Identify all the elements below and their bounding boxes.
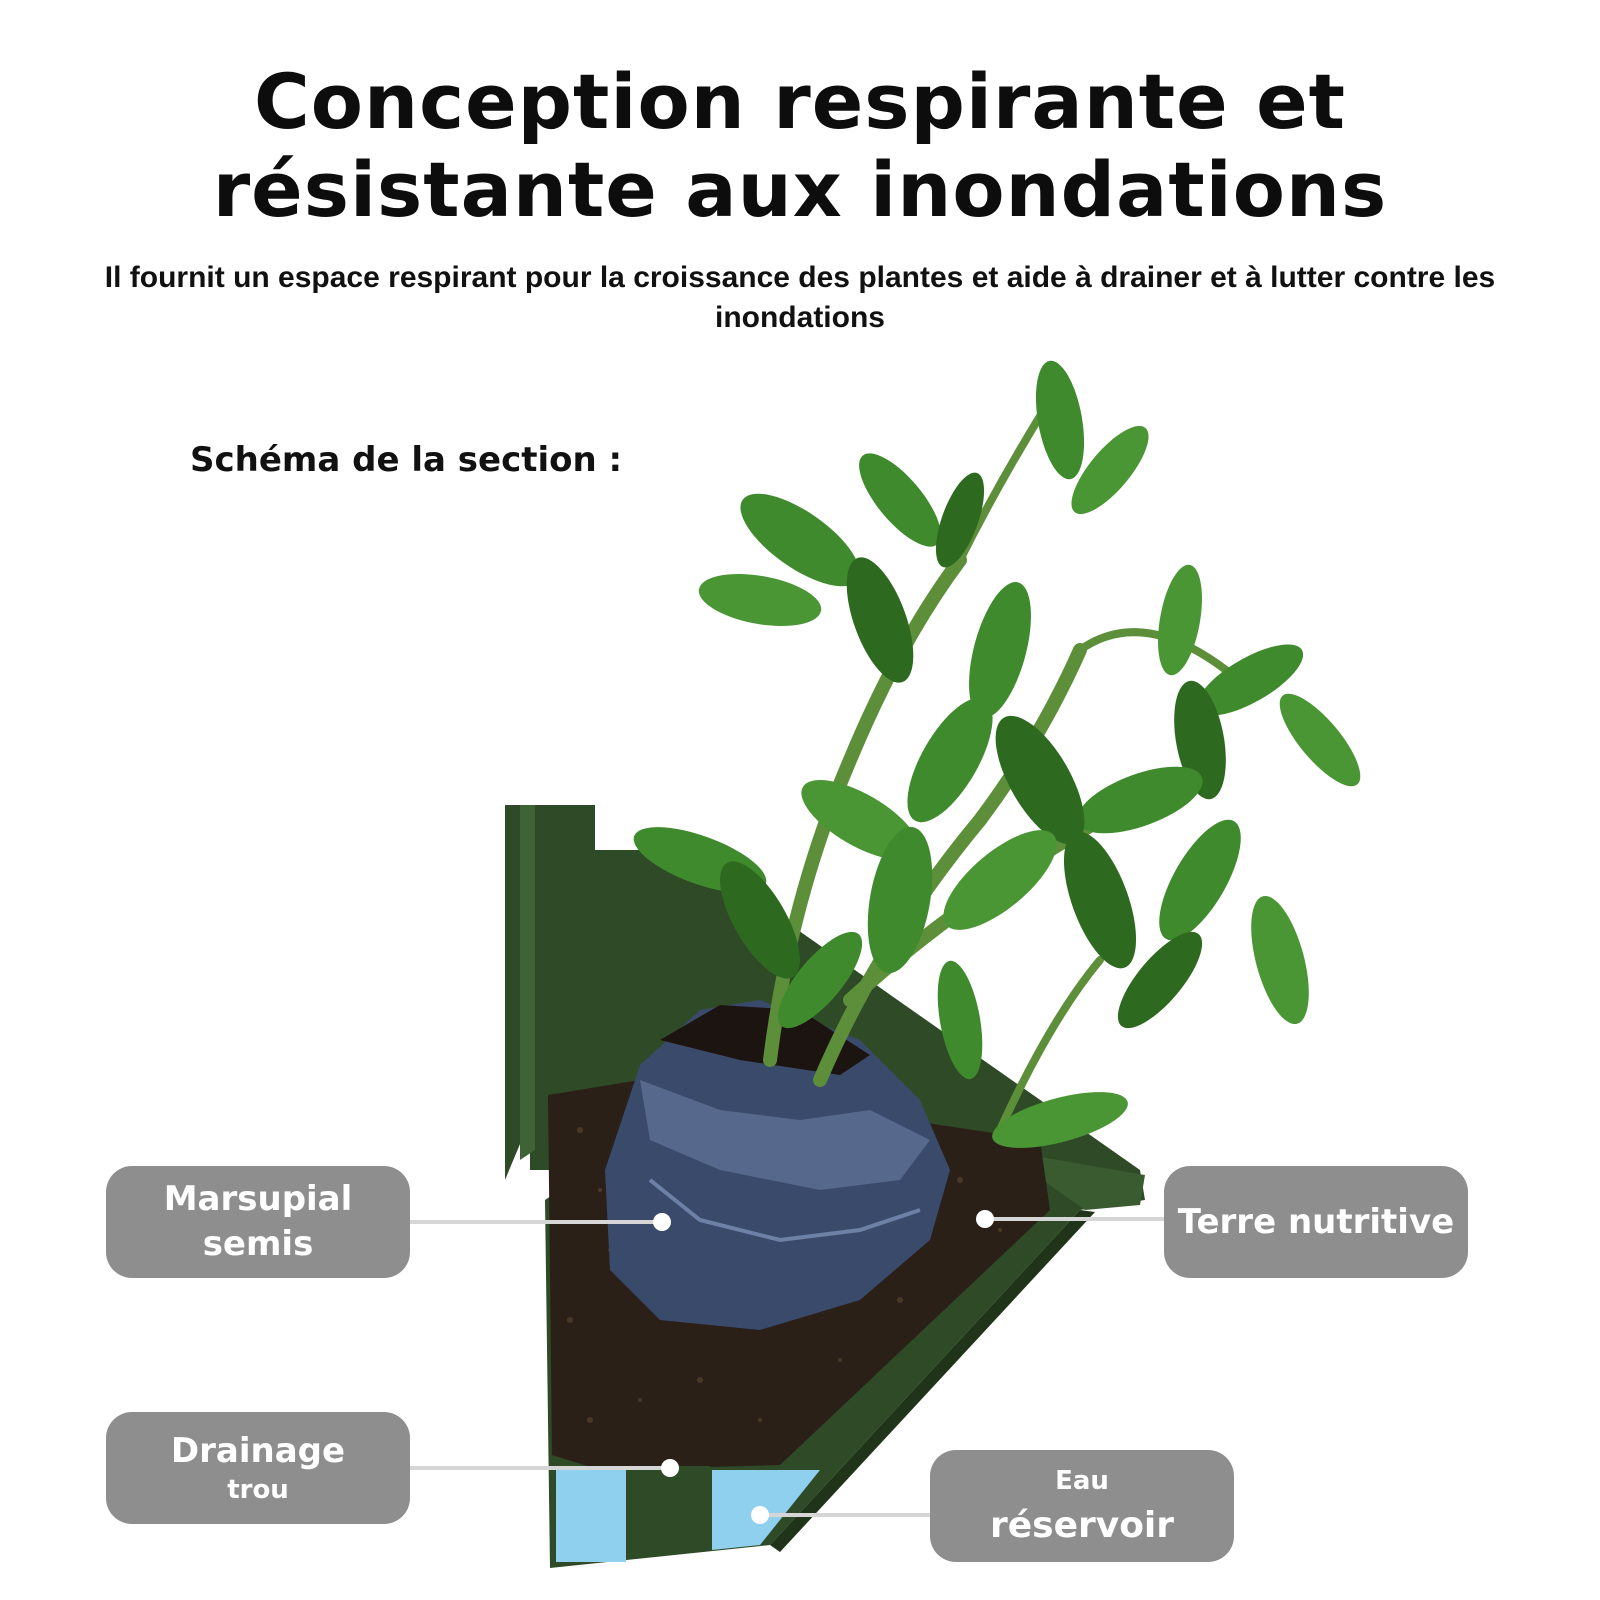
callout-marsupial-line1: Marsupial [163,1179,353,1219]
subtitle: Il fournit un espace respirant pour la c… [104,261,1496,334]
seedling-pouch [605,1000,950,1330]
callout-drainage-trou: Drainage trou [106,1412,410,1524]
title-line-2: résistante aux inondations [212,145,1388,234]
callout-eau-line1: Eau [1055,1466,1109,1496]
callout-marsupial-line2: semis [202,1224,314,1264]
title-line-1: Conception respirante et [253,57,1347,146]
callout-terre-nutritive: Terre nutritive [1164,1166,1468,1278]
callout-leader-lines [410,1217,1164,1517]
callout-eau-line2: réservoir [989,1505,1175,1546]
plant-leaves [633,360,1361,1148]
callout-marsupial-semis: Marsupial semis [106,1166,410,1278]
callout-anchor-dots [653,1210,994,1524]
section-diagram-label: Schéma de la section : [190,440,623,480]
callout-drainage-line1: Drainage [170,1431,346,1471]
callout-eau-reservoir: Eau réservoir [930,1450,1234,1562]
callout-terre-line1: Terre nutritive [1177,1201,1455,1242]
page-title: Conception respirante et résistante aux … [0,58,1600,234]
callout-drainage-line2: trou [227,1475,289,1505]
